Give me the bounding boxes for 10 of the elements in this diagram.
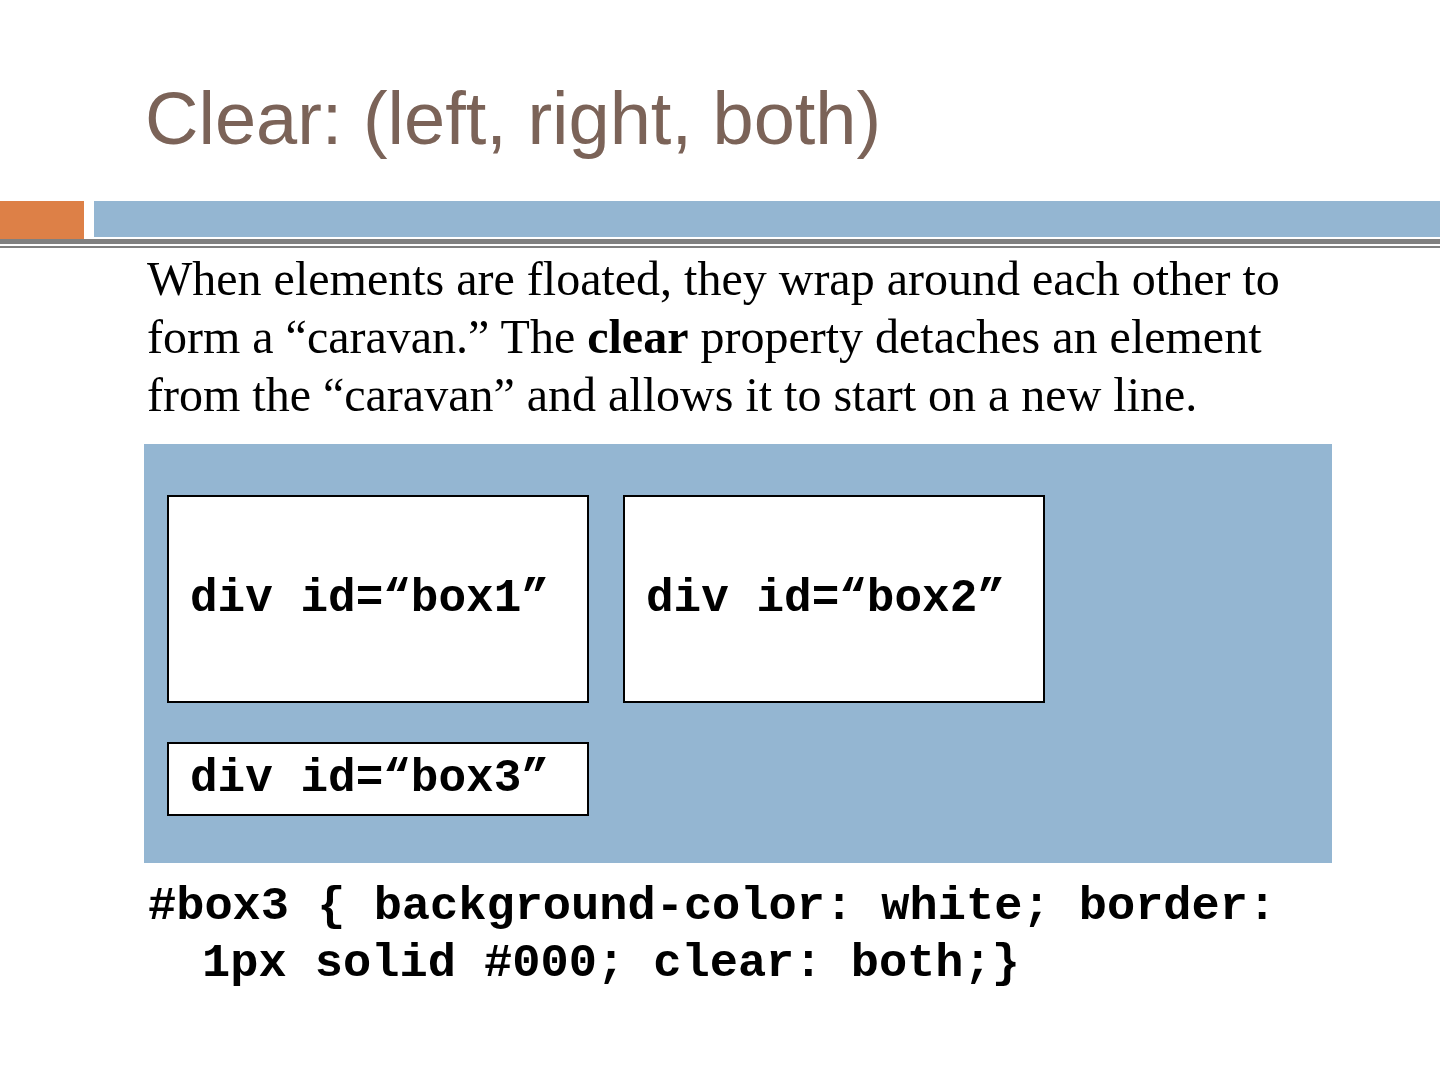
box-label: div id=“box3” [190,753,549,805]
code-snippet: #box3 { background-color: white; border: 1px solid #000; clear: both;} [148,879,1278,992]
element-box [167,495,589,703]
body-paragraph: When elements are floated, they wrap around each other to form a “caravan.” The clear property detaches an element from the “caravan” and allows it to start on a new line. [147,251,1281,423]
container-panel [144,444,1332,863]
element-box [167,742,589,816]
slide-title: Clear: (left, right, both) [145,76,882,162]
box-label: div id=“box2” [646,573,1005,625]
box-label: div id=“box1” [190,573,549,625]
element-box [623,495,1045,703]
